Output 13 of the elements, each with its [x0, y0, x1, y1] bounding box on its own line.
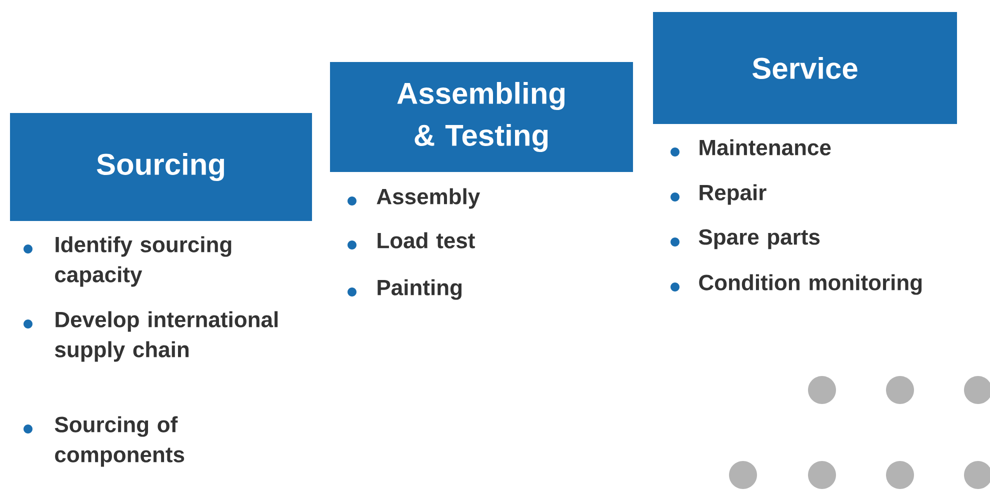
bullet-item: Maintenance: [700, 139, 831, 156]
bullet-item: Assembly: [376, 188, 480, 209]
bullet-item: Repair: [700, 184, 766, 205]
bullet-item: Spare parts: [698, 229, 820, 250]
bullet-item: Condition monitoring: [699, 274, 922, 295]
bullet-item: Painting: [378, 279, 462, 300]
bullet-item: Sourcing of components: [54, 416, 184, 467]
stage-box: Sourcing: [10, 113, 312, 221]
bullet-item: Load test: [378, 232, 475, 248]
stage-box: Service: [653, 12, 957, 124]
bullet-item: Develop international supply chain: [54, 311, 278, 362]
stage-box: Assembling & Testing: [330, 62, 633, 172]
bullet-item: Identify sourcing capacity: [55, 236, 232, 287]
